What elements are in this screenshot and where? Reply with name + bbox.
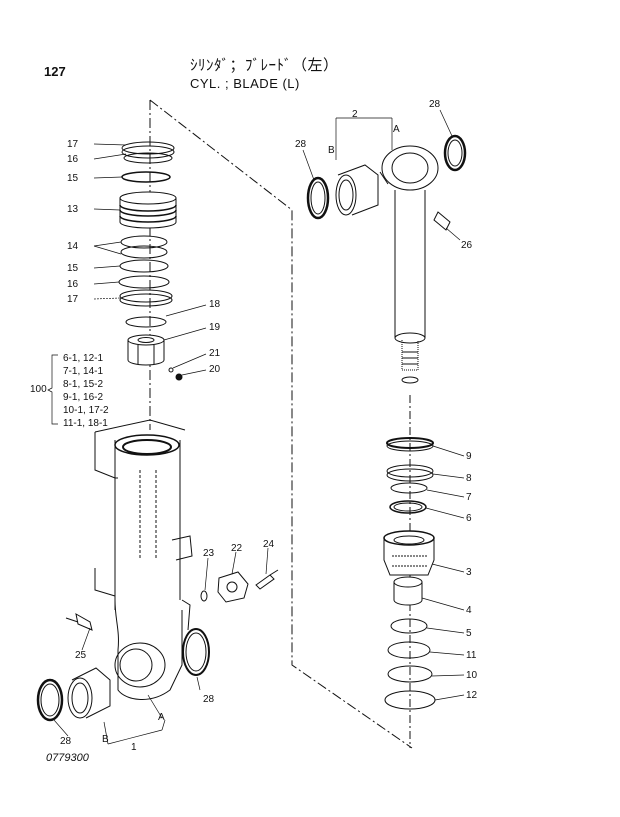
kit-label-100: 100: [30, 384, 47, 395]
callout-20: 20: [209, 364, 221, 375]
kit-row: 9-1, 16-2: [63, 392, 104, 403]
callout-19: 19: [209, 322, 221, 333]
callout-B-lower: B: [102, 734, 109, 745]
ring-15a: [121, 171, 171, 183]
callout-28-right-b: 28: [429, 99, 441, 110]
ring-11: [387, 641, 431, 659]
callout-22: 22: [231, 543, 243, 554]
seal-28a: [306, 176, 330, 220]
ring-8: [386, 464, 434, 482]
callout-10: 10: [466, 670, 478, 681]
bolt-24: [255, 569, 279, 590]
ring-6: [389, 500, 427, 514]
callout-28-left: 28: [60, 736, 72, 747]
callout-28-tube: 28: [203, 694, 215, 705]
callout-24: 24: [263, 539, 275, 550]
nut-19: [127, 334, 165, 366]
callout-16-lower: 16: [67, 279, 79, 290]
ring-18: [125, 316, 167, 328]
callout-7: 7: [466, 492, 472, 503]
ring-7: [390, 482, 428, 494]
bushing-B1: [67, 667, 111, 719]
callout-3: 3: [466, 567, 472, 578]
ring-16a: [123, 152, 173, 164]
title-japanese: ｼﾘﾝﾀﾞ；ﾌﾞﾚｰﾄﾞ（左）: [190, 57, 339, 74]
kit-row: 11-1, 18-1: [63, 418, 108, 429]
callout-1: 1: [131, 742, 137, 753]
kit-row: 7-1, 14-1: [63, 366, 104, 377]
callout-2: 2: [352, 109, 358, 120]
fitting-26: [433, 211, 451, 231]
callout-14: 14: [67, 241, 79, 252]
bushing-B2: [335, 164, 379, 216]
callout-15-upper: 15: [67, 173, 79, 184]
ring-5: [390, 618, 428, 634]
seal-28b: [443, 134, 467, 172]
ring-17a: [121, 141, 175, 159]
callout-26: 26: [461, 240, 473, 251]
page-number: 127: [44, 64, 66, 79]
callout-11: 11: [466, 650, 477, 661]
callout-12: 12: [466, 690, 478, 701]
callout-8: 8: [466, 473, 472, 484]
callout-6: 6: [466, 513, 472, 524]
drawing-number: 0779300: [46, 752, 89, 764]
ring-14b: [120, 245, 168, 259]
callout-25: 25: [75, 650, 87, 661]
callout-A-lower: A: [158, 712, 165, 723]
callout-15-lower: 15: [67, 263, 79, 274]
ball-21: [168, 367, 174, 373]
piston-13: [119, 191, 177, 229]
ring-15b: [119, 259, 169, 273]
callout-A-upper: A: [393, 124, 400, 135]
piston-rod-2: [379, 145, 439, 384]
callout-23: 23: [203, 548, 215, 559]
callout-17-upper: 17: [67, 139, 79, 150]
ring-16b: [118, 275, 170, 289]
callout-13: 13: [67, 204, 79, 215]
kit-row: 10-1, 17-2: [63, 405, 109, 416]
kit-row: 6-1, 12-1: [63, 353, 104, 364]
ring-10: [387, 665, 433, 683]
cylinder-tube-1: [94, 419, 193, 700]
callout-5: 5: [466, 628, 472, 639]
oring-23: [200, 590, 208, 602]
callout-4: 4: [466, 605, 472, 616]
ring-17b: [119, 289, 173, 307]
seal-28c: [182, 628, 210, 676]
screw-20: [175, 373, 183, 381]
callout-B-upper: B: [328, 145, 335, 156]
center-frame-line: [149, 99, 413, 749]
leader-lines: [47, 109, 465, 745]
bushing-4: [393, 576, 423, 606]
callout-18: 18: [209, 299, 221, 310]
callout-17-lower: 17: [67, 294, 79, 305]
callout-9: 9: [466, 451, 472, 462]
title-english: CYL. ; BLADE (L): [190, 76, 300, 91]
kit-row: 8-1, 15-2: [63, 379, 104, 390]
flange-22: [217, 571, 249, 603]
callout-16-upper: 16: [67, 154, 79, 165]
kit-list: 6-1, 12-1 7-1, 14-1 8-1, 15-2 9-1, 16-2 …: [63, 352, 153, 430]
fitting-25: [65, 613, 93, 631]
callout-28-right-a: 28: [295, 139, 307, 150]
rod-cover-3: [383, 530, 435, 576]
seal-28d: [36, 678, 64, 722]
callout-21: 21: [209, 348, 221, 359]
